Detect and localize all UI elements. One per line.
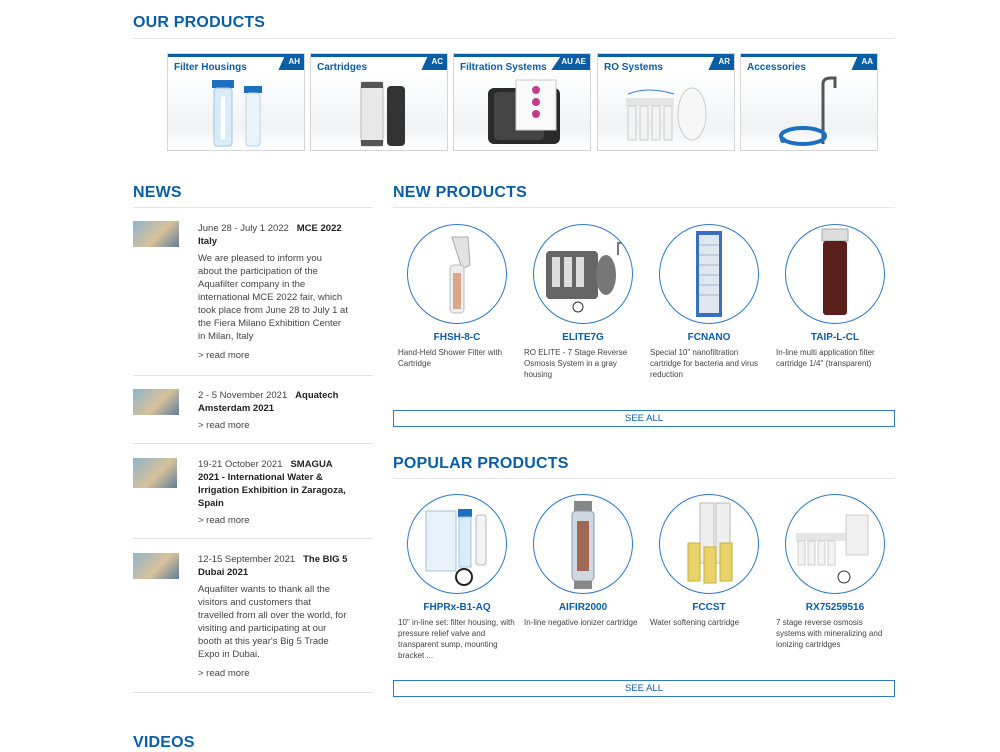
videos-title: VIDEOS [133, 734, 195, 751]
product-name[interactable]: ELITE7G [562, 332, 604, 343]
news-title-link[interactable]: MCE 2022 Italy [198, 223, 342, 247]
news-date: 19-21 October 2021 [198, 459, 283, 470]
category-filter-housings[interactable]: Filter Housings AH [167, 53, 305, 151]
news-thumbnail[interactable] [133, 553, 179, 579]
product-description: Special 10" nanofiltration cartridge for… [650, 348, 759, 379]
product-image [407, 494, 507, 594]
product-description: In-line negative ionizer cartridge [524, 618, 638, 627]
filter-housings-image [168, 74, 304, 150]
product-description: Hand-Held Shower Filter with Cartridge [398, 348, 503, 368]
product-name[interactable]: AIFIR2000 [558, 602, 608, 613]
divider [133, 375, 373, 376]
news-thumbnail[interactable] [133, 389, 179, 415]
product-name[interactable]: RX75259516 [805, 602, 865, 613]
product-description: 10" in-line set: filter housing, with pr… [398, 618, 515, 660]
news-body: Aquafilter wants to thank all the visito… [198, 584, 347, 660]
product-image [533, 224, 633, 324]
category-label: Accessories [747, 62, 806, 73]
news-date: June 28 - July 1 2022 [198, 223, 289, 234]
category-ro-systems[interactable]: RO Systems AR [597, 53, 735, 151]
popular-products-title: POPULAR PRODUCTS [393, 455, 569, 472]
news-thumbnail[interactable] [133, 458, 177, 488]
category-code: AR [708, 54, 734, 70]
news-title-link[interactable]: The BIG 5 Dubai 2021 [198, 554, 348, 578]
news-body: We are pleased to inform you about the p… [198, 253, 348, 342]
product-image [785, 494, 885, 594]
filtration-systems-image [454, 74, 590, 150]
our-products-title: OUR PRODUCTS [133, 14, 266, 31]
news-item: 19-21 October 2021 SMAGUA 2021 - Interna… [198, 458, 348, 527]
read-more-link[interactable]: > read more [198, 515, 250, 526]
news-date: 2 - 5 November 2021 [198, 390, 288, 401]
product-image [785, 224, 885, 324]
category-code: AA [851, 54, 877, 70]
divider [133, 207, 373, 208]
news-title-link[interactable]: Aquatech Amsterdam 2021 [198, 390, 339, 414]
divider [393, 207, 895, 208]
category-label: Filtration Systems [460, 62, 547, 73]
product-image [659, 224, 759, 324]
news-title-link[interactable]: SMAGUA 2021 - International Water & Irri… [198, 459, 346, 509]
read-more-link[interactable]: > read more [198, 350, 250, 361]
category-filtration-systems[interactable]: Filtration Systems AU AE [453, 53, 591, 151]
product-name[interactable]: FCNANO [687, 332, 731, 343]
product-description: 7 stage reverse osmosis systems with min… [776, 618, 883, 649]
product-card[interactable]: FHSH-8-C Hand-Held Shower Filter with Ca… [398, 224, 516, 369]
product-card[interactable]: FHPRx-B1-AQ 10" in-line set: filter hous… [398, 494, 516, 661]
see-all-popular-products-button[interactable]: SEE ALL [393, 680, 895, 697]
news-item: 12-15 September 2021 The BIG 5 Dubai 202… [198, 553, 348, 680]
category-code: AH [278, 54, 304, 70]
divider [133, 443, 373, 444]
product-card[interactable]: FCCST Water softening cartridge [650, 494, 768, 628]
news-title: NEWS [133, 184, 182, 201]
ro-systems-image [598, 74, 734, 150]
news-date: 12-15 September 2021 [198, 554, 296, 565]
read-more-link[interactable]: > read more [198, 420, 250, 431]
product-image [659, 494, 759, 594]
category-label: RO Systems [604, 62, 663, 73]
new-products-title: NEW PRODUCTS [393, 184, 527, 201]
divider [133, 538, 373, 539]
product-name[interactable]: FCCST [692, 602, 726, 613]
divider [133, 692, 373, 693]
product-card[interactable]: FCNANO Special 10" nanofiltration cartri… [650, 224, 768, 380]
product-card[interactable]: ELITE7G RO ELITE - 7 Stage Reverse Osmos… [524, 224, 642, 380]
divider [393, 478, 895, 479]
category-code: AU AE [551, 54, 590, 70]
product-card[interactable]: AIFIR2000 In-line negative ionizer cartr… [524, 494, 642, 628]
category-accessories[interactable]: Accessories AA [740, 53, 878, 151]
product-name[interactable]: TAIP-L-CL [810, 332, 860, 343]
news-item: June 28 - July 1 2022 MCE 2022 Italy We … [198, 222, 348, 362]
product-description: In-line multi application filter cartrid… [776, 348, 875, 368]
product-name[interactable]: FHPRx-B1-AQ [423, 602, 491, 613]
product-name[interactable]: FHSH-8-C [433, 332, 481, 343]
product-image [533, 494, 633, 594]
category-code: AC [421, 54, 447, 70]
news-thumbnail[interactable] [133, 221, 179, 247]
see-all-new-products-button[interactable]: SEE ALL [393, 410, 895, 427]
product-description: RO ELITE - 7 Stage Reverse Osmosis Syste… [524, 348, 628, 379]
product-card[interactable]: TAIP-L-CL In-line multi application filt… [776, 224, 894, 369]
divider [133, 38, 895, 39]
read-more-link[interactable]: > read more [198, 668, 250, 679]
product-card[interactable]: RX75259516 7 stage reverse osmosis syste… [776, 494, 894, 650]
cartridges-image [311, 74, 447, 150]
product-image [407, 224, 507, 324]
category-label: Cartridges [317, 62, 368, 73]
news-item: 2 - 5 November 2021 Aquatech Amsterdam 2… [198, 389, 348, 432]
category-cartridges[interactable]: Cartridges AC [310, 53, 448, 151]
product-description: Water softening cartridge [650, 618, 740, 627]
accessories-image [741, 74, 877, 150]
category-label: Filter Housings [174, 62, 247, 73]
